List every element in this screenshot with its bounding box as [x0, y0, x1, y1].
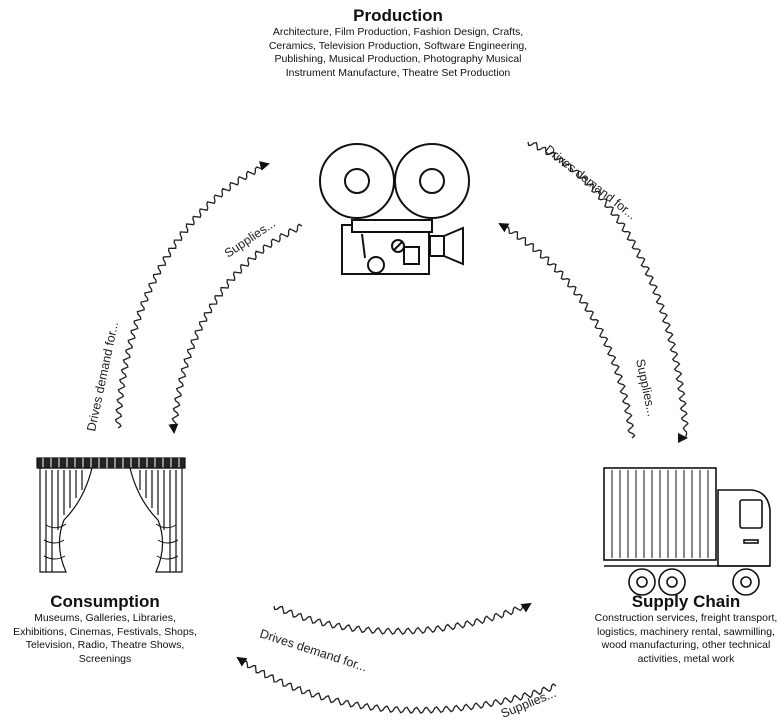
production-title: Production	[353, 6, 443, 25]
arrow-label-supply-to-consumption: Supplies...	[499, 686, 558, 720]
arrow-consumption-to-supply	[273, 602, 532, 635]
arrow-consumption-to-production	[114, 161, 270, 429]
arrow-label-supply-to-production: Supplies...	[633, 358, 659, 418]
delivery-truck-icon	[603, 467, 771, 596]
theatre-curtain-icon	[36, 457, 186, 573]
consumption-description: Museums, Galleries, Libraries, Exhibitio…	[13, 612, 197, 665]
arrow-label-consumption-to-supply: Drives demand for...	[258, 627, 369, 675]
consumption-title: Consumption	[50, 592, 160, 611]
arrow-supply-to-production	[498, 223, 636, 439]
production-node: Production Architecture, Film Production…	[232, 6, 564, 80]
consumption-node: Consumption Museums, Galleries, Librarie…	[0, 592, 210, 666]
supply-chain-node: Supply Chain Construction services, frei…	[588, 592, 784, 666]
arrow-production-to-consumption	[168, 223, 303, 434]
arrow-label-consumption-to-production: Drives demand for...	[84, 320, 121, 432]
supply-chain-title: Supply Chain	[631, 592, 741, 611]
arrow-label-production-to-consumption: Supplies...	[222, 216, 278, 260]
arrow-label-production-to-supply: Drives demand for...	[542, 142, 639, 222]
film-camera-icon	[319, 143, 470, 275]
arrow-supply-to-consumption	[236, 656, 557, 714]
supply-chain-description: Construction services, freight transport…	[594, 612, 778, 665]
arrow-production-to-supply	[527, 141, 691, 440]
production-description: Architecture, Film Production, Fashion D…	[268, 26, 528, 79]
